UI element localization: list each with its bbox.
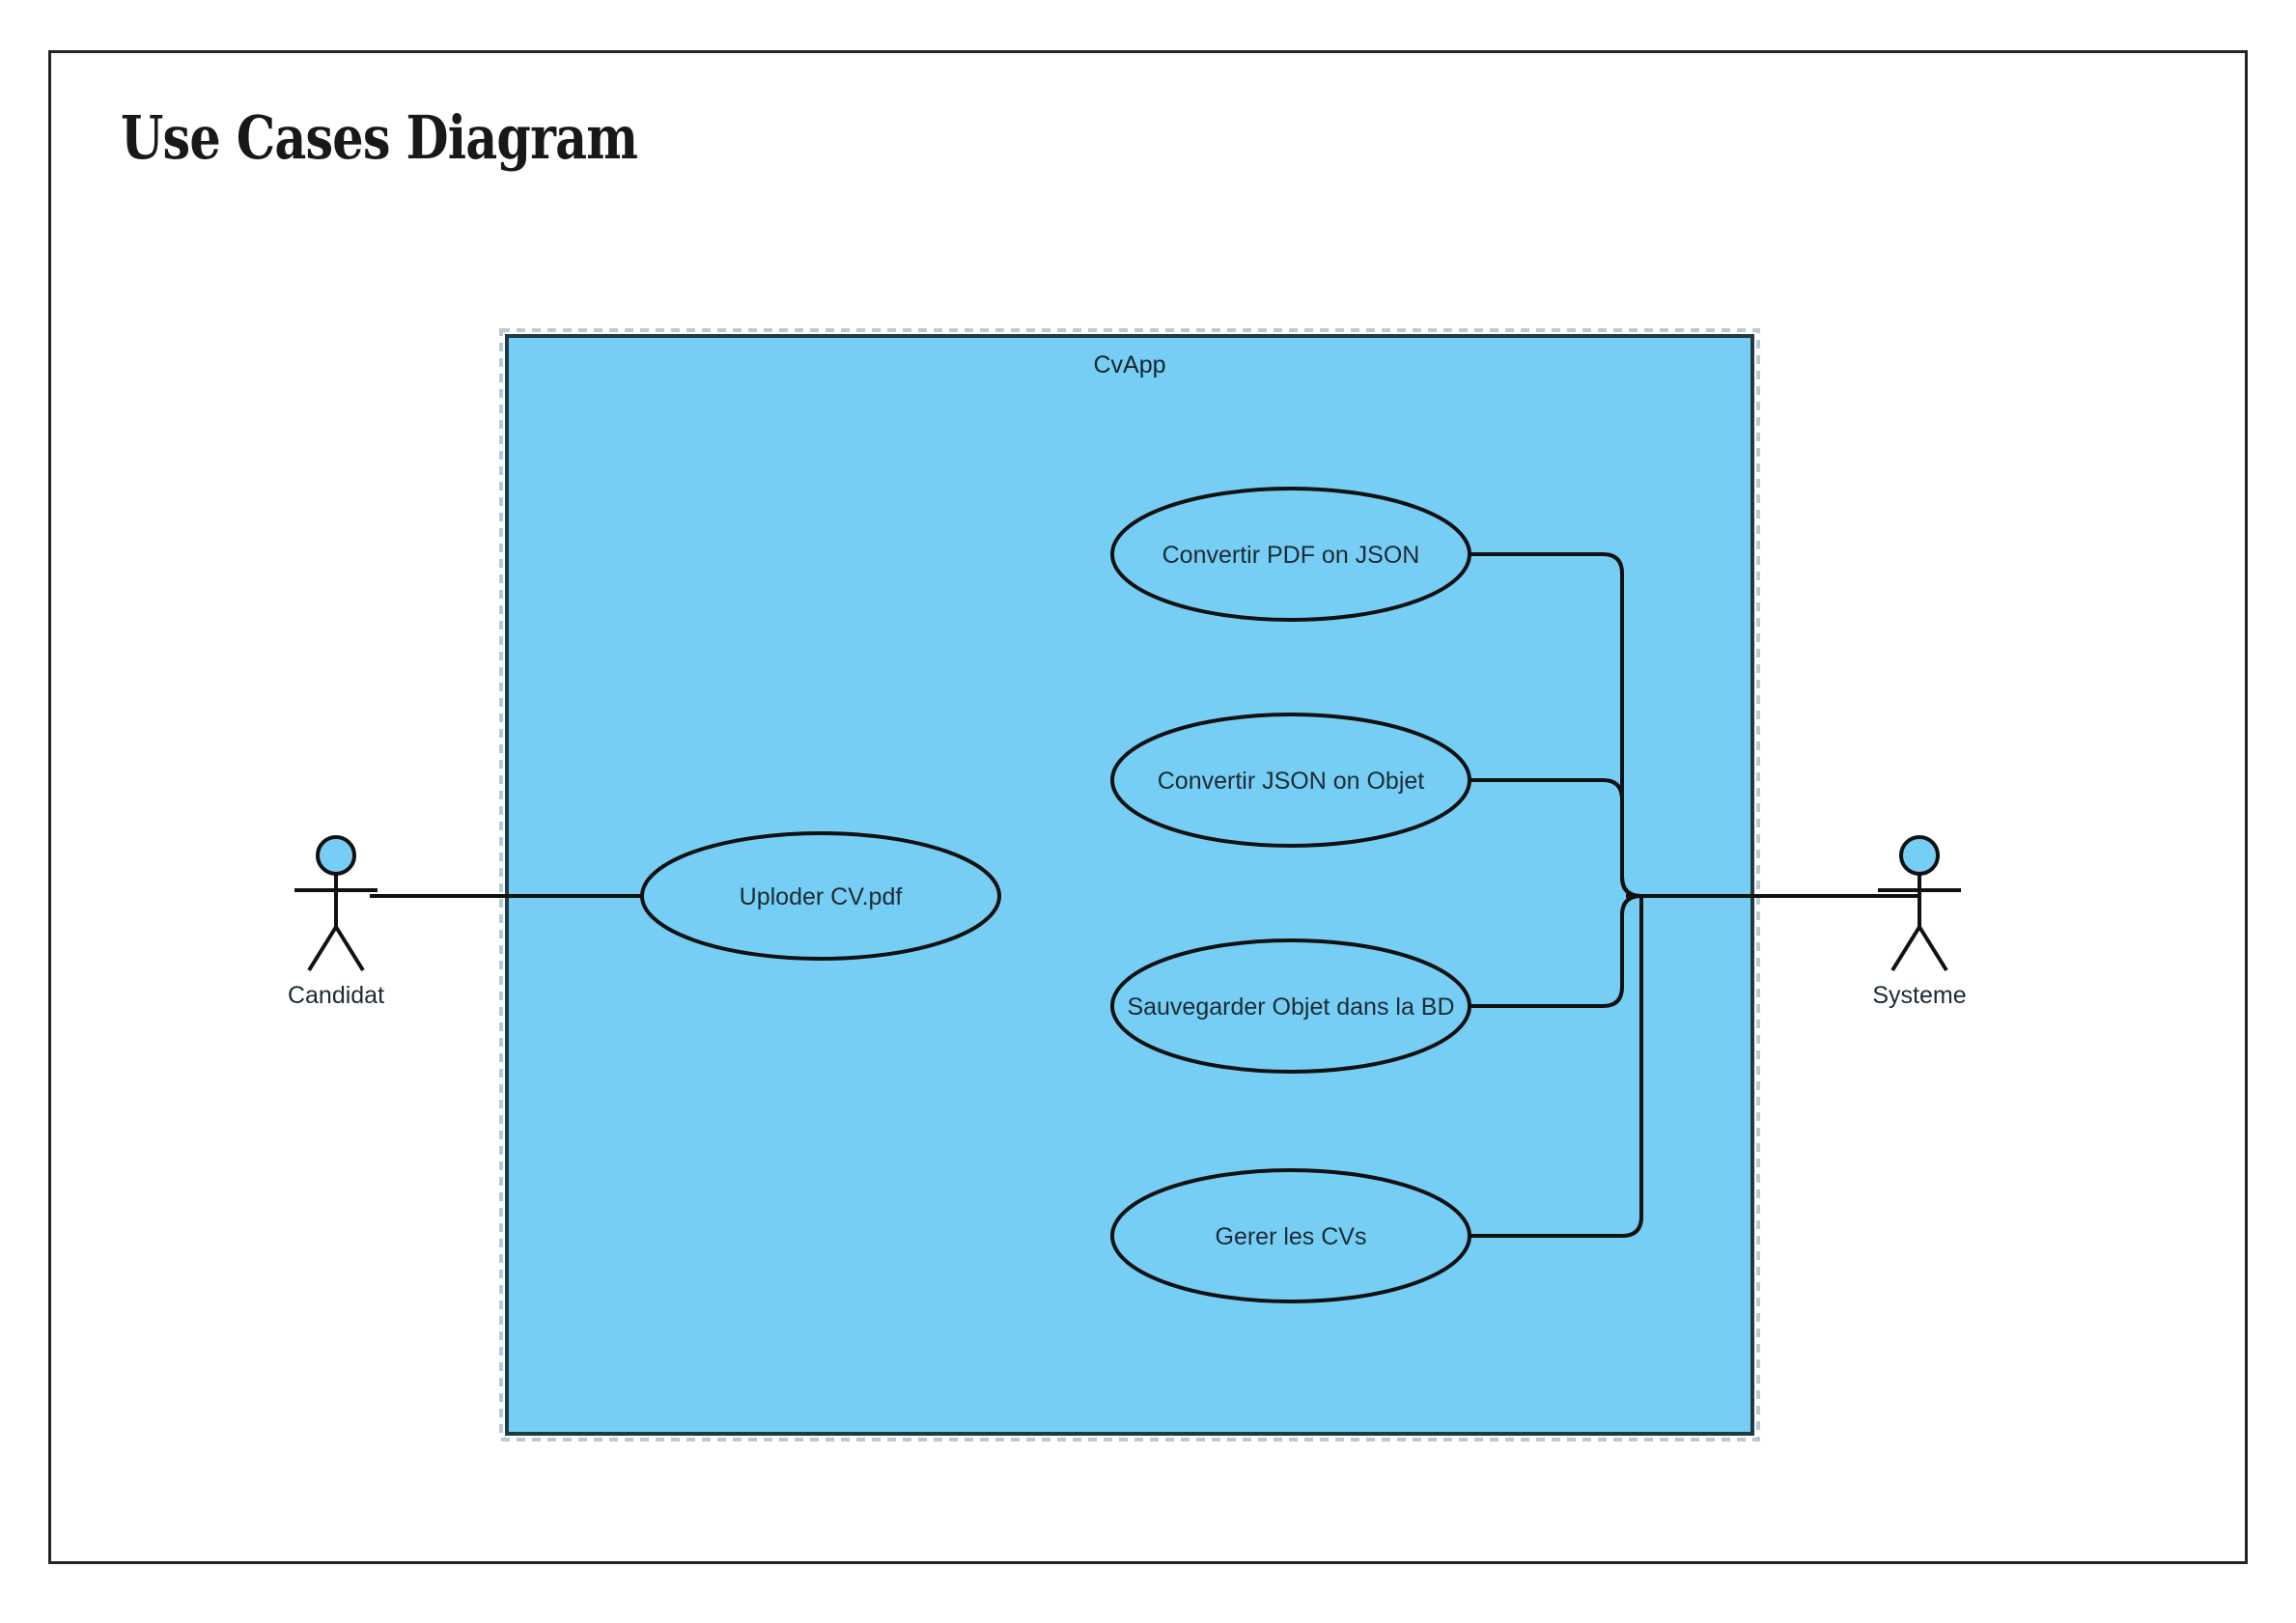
use-case-label: Uploder CV.pdf xyxy=(740,883,903,910)
association-gerer-les-cvs-systeme[interactable] xyxy=(1470,896,1643,1238)
use-case-convertir-pdf-json[interactable]: Convertir PDF on JSON xyxy=(1110,487,1471,622)
page-title: Use Cases Diagram xyxy=(121,102,638,173)
use-case-ellipse[interactable] xyxy=(1110,713,1471,848)
use-case-ellipse[interactable] xyxy=(1110,938,1471,1074)
actor-leg-right-line xyxy=(334,925,365,972)
use-case-gerer-les-cvs[interactable]: Gerer les CVs xyxy=(1110,1168,1471,1303)
actor-leg-left-line xyxy=(307,925,338,972)
actor-label: Systeme xyxy=(1872,982,1966,1009)
use-case-ellipse[interactable] xyxy=(640,831,1001,961)
association-sauvegarder-objet-bd-systeme[interactable] xyxy=(1470,894,1642,1008)
actor-head-icon xyxy=(1899,835,1940,876)
system-boundary-selection-outline xyxy=(499,328,1760,1441)
actor-head-icon xyxy=(316,835,356,876)
use-case-label: Convertir JSON on Objet xyxy=(1158,768,1425,795)
actor-leg-left-line xyxy=(1890,925,1921,972)
use-case-uploder-cv[interactable]: Uploder CV.pdf xyxy=(640,831,1001,961)
use-case-convertir-json-objet[interactable]: Convertir JSON on Objet xyxy=(1110,713,1471,848)
actor-systeme[interactable]: Systeme xyxy=(1872,835,1967,1009)
use-case-label: Sauvegarder Objet dans la BD xyxy=(1127,993,1454,1021)
association-convertir-json-objet-systeme[interactable] xyxy=(1470,778,1642,898)
use-case-ellipse[interactable] xyxy=(1110,487,1471,622)
use-case-ellipse[interactable] xyxy=(1110,1168,1471,1303)
use-case-label: Convertir PDF on JSON xyxy=(1162,542,1420,569)
system-boundary-label: CvApp xyxy=(1093,351,1165,378)
actor-label: Candidat xyxy=(288,982,384,1009)
use-case-sauvegarder-objet-bd[interactable]: Sauvegarder Objet dans la BD xyxy=(1110,938,1471,1074)
actor-leg-right-line xyxy=(1918,925,1948,972)
actor-candidat[interactable]: Candidat xyxy=(288,835,384,1009)
use-case-label: Gerer les CVs xyxy=(1216,1223,1367,1250)
